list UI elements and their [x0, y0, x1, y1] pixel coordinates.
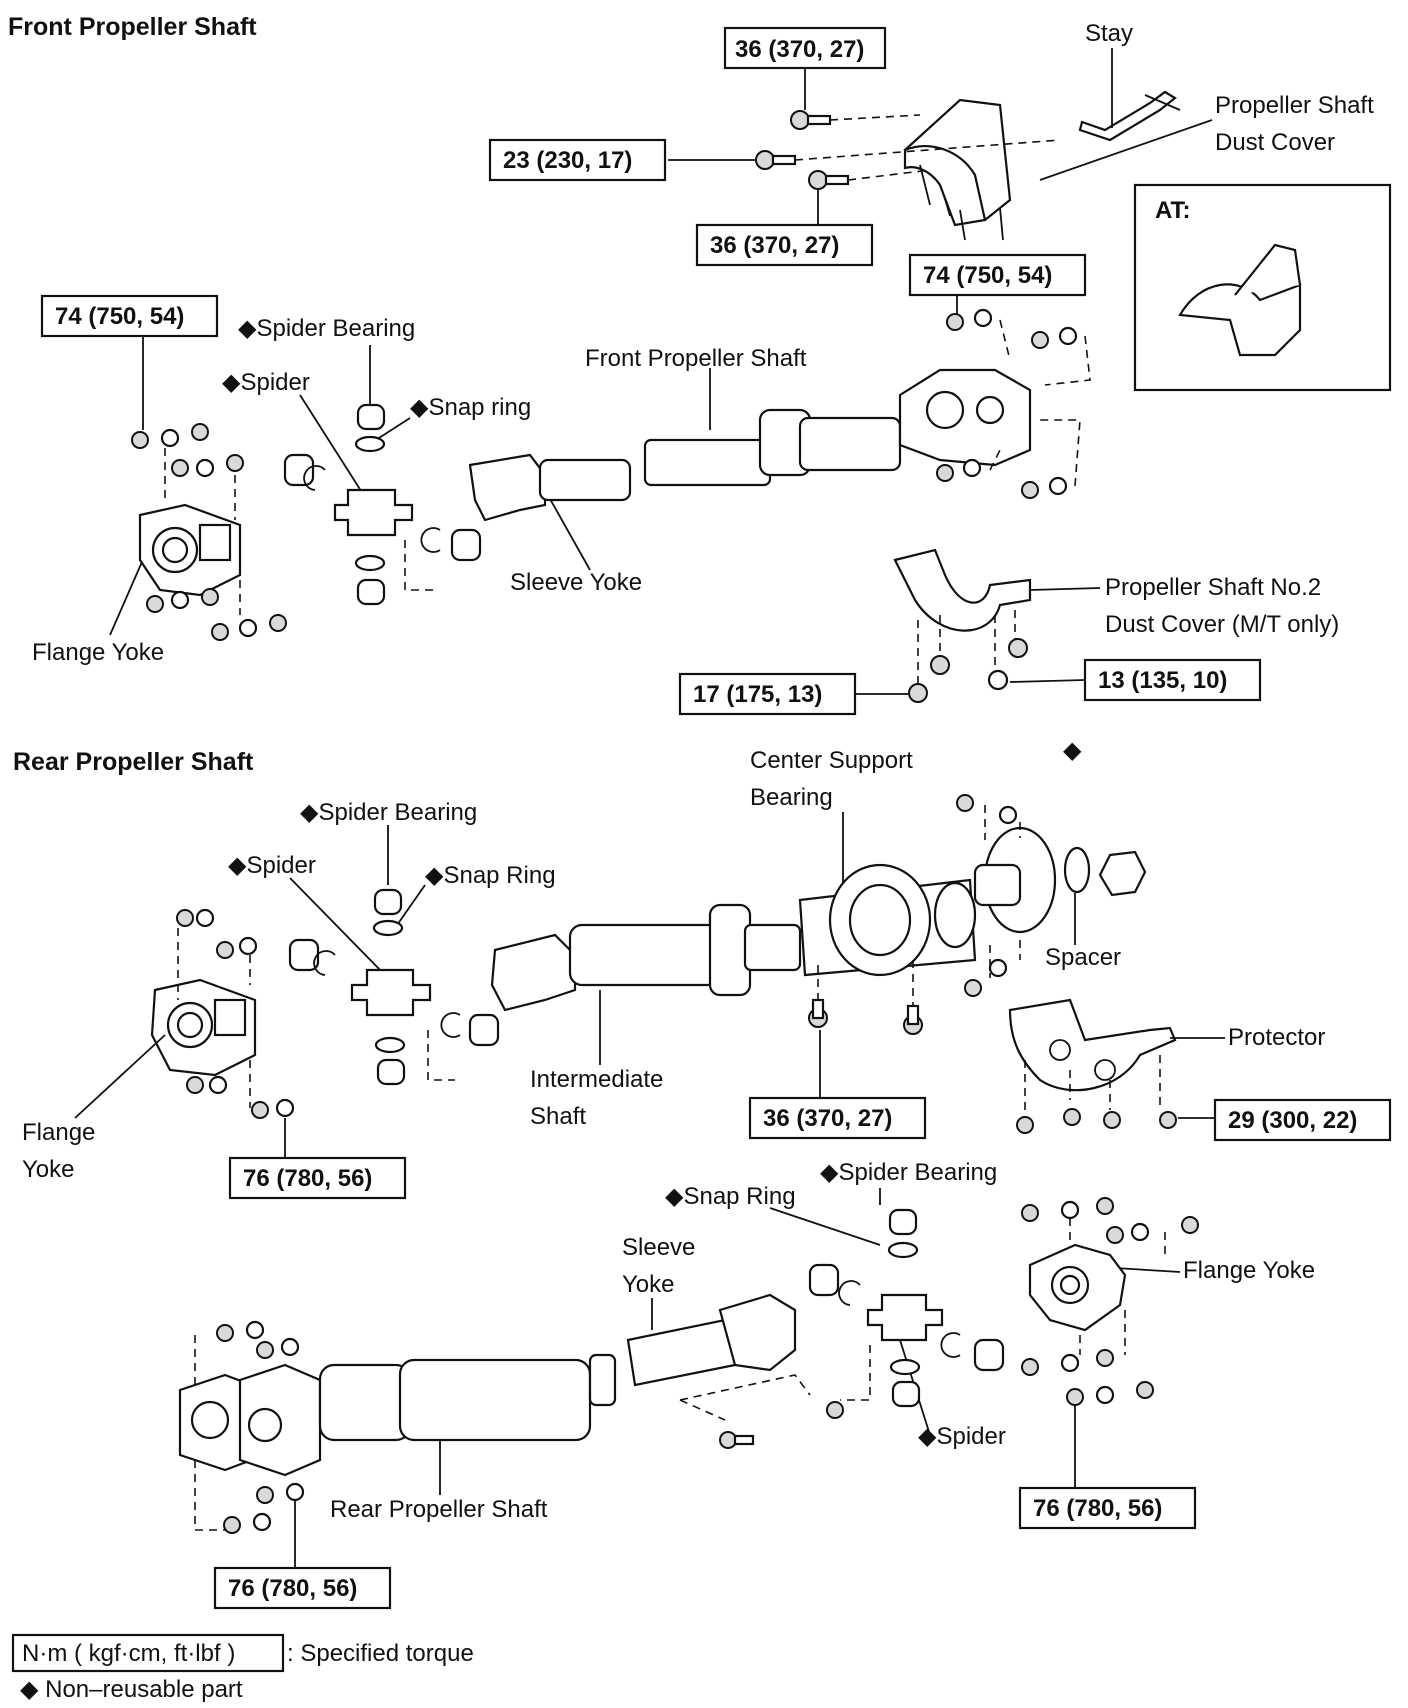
rear-flange-yoke-upper — [150, 978, 257, 1077]
lower-spider-label: ◆Spider — [918, 1423, 1006, 1450]
protector — [1008, 998, 1177, 1092]
front-flange-yoke-label: Flange Yoke — [32, 639, 164, 666]
rear-flange-yoke-label-1: Flange — [22, 1119, 95, 1146]
torque-box-t4: 74 (750, 54) — [40, 294, 219, 338]
dust-cover-label-1: Propeller Shaft — [1215, 92, 1374, 119]
rear-spider-parts — [288, 888, 500, 1086]
torque-box-t11: 76 (780, 56) — [1018, 1486, 1197, 1530]
front-shaft-nuts — [936, 308, 1078, 499]
center-support-label-1: Center Support — [750, 747, 913, 774]
front-sleeve-yoke — [468, 453, 632, 522]
torque-box-t7: 13 (135, 10) — [1083, 658, 1262, 702]
svg-text:17 (175, 13): 17 (175, 13) — [693, 681, 822, 708]
front-propeller-shaft — [643, 368, 1032, 487]
dust-cover-bolt — [790, 110, 832, 130]
dust-cover-bolt — [808, 170, 850, 190]
svg-text:36 (370, 27): 36 (370, 27) — [735, 36, 864, 63]
no2-cover-label-1: Propeller Shaft No.2 — [1105, 574, 1321, 601]
legend-unit: N·m ( kgf·cm, ft·lbf ) : Specified torqu… — [11, 1633, 474, 1673]
svg-text:36 (370, 27): 36 (370, 27) — [710, 232, 839, 259]
torque-box-t5: 74 (750, 54) — [908, 253, 1087, 297]
propeller-shaft-no2-dust-cover — [893, 548, 1032, 632]
intermediate-shaft — [490, 903, 802, 1012]
rear-shaft-flange-bolts — [216, 1320, 305, 1534]
no2-cover-bolts — [908, 638, 1028, 703]
intermediate-label-1: Intermediate — [530, 1066, 663, 1093]
propeller-shaft-dust-cover — [903, 98, 1012, 241]
rear-propeller-shaft — [178, 1353, 617, 1477]
rear-section-title: Rear Propeller Shaft — [13, 748, 254, 776]
lower-snap-ring-label: ◆Snap Ring — [665, 1183, 796, 1210]
torque-box-t2: 23 (230, 17) — [488, 138, 667, 182]
torque-box-t3: 36 (370, 27) — [695, 223, 874, 267]
stay-label: Stay — [1085, 20, 1133, 47]
svg-text:74 (750, 54): 74 (750, 54) — [55, 303, 184, 330]
rear-spider-label: ◆Spider — [228, 852, 316, 879]
lower-sleeve-bolt — [719, 1431, 755, 1449]
protector-label: Protector — [1228, 1024, 1325, 1051]
svg-text:76 (780, 56): 76 (780, 56) — [243, 1165, 372, 1192]
svg-text:13 (135, 10): 13 (135, 10) — [1098, 667, 1227, 694]
legend-non-reusable: ◆ Non–reusable part — [20, 1676, 243, 1703]
stay-bracket — [1078, 90, 1181, 142]
lower-spider-bolt — [826, 1401, 844, 1419]
lower-spider-bearing-label: ◆Spider Bearing — [820, 1159, 997, 1186]
rear-spider-bearing-label: ◆Spider Bearing — [300, 799, 477, 826]
front-sleeve-yoke-label: Sleeve Yoke — [510, 569, 642, 596]
svg-text:76 (780, 56): 76 (780, 56) — [228, 1575, 357, 1602]
torque-box-t8: 36 (370, 27) — [748, 1096, 927, 1140]
svg-text:23 (230, 17): 23 (230, 17) — [503, 147, 632, 174]
front-flange-yoke — [138, 503, 242, 597]
spacer-label: Spacer — [1045, 944, 1121, 971]
intermediate-label-2: Shaft — [530, 1103, 586, 1130]
lower-flange-yoke — [1028, 1243, 1127, 1332]
lower-flange-yoke-bolts — [1021, 1197, 1199, 1406]
standalone-diamond: ◆ — [1063, 737, 1082, 764]
lower-flange-yoke-label: Flange Yoke — [1183, 1257, 1315, 1284]
legend-unit-box: N·m ( kgf·cm, ft·lbf ) — [22, 1640, 235, 1667]
at-label: AT: — [1155, 197, 1191, 224]
svg-text:74 (750, 54): 74 (750, 54) — [923, 262, 1052, 289]
at-inset-box: AT: — [1133, 183, 1392, 392]
svg-text:29 (300, 22): 29 (300, 22) — [1228, 1107, 1357, 1134]
front-spider-parts — [283, 403, 482, 606]
front-section-title: Front Propeller Shaft — [8, 13, 257, 41]
front-propeller-shaft-label: Front Propeller Shaft — [585, 345, 807, 372]
legend-unit-text: : Specified torque — [287, 1640, 474, 1667]
lower-sleeve-yoke — [626, 1293, 797, 1387]
front-flange-bolts — [131, 423, 287, 641]
no2-cover-label-2: Dust Cover (M/T only) — [1105, 611, 1339, 638]
front-snap-ring-label: ◆Snap ring — [410, 394, 531, 421]
lower-spider-parts — [808, 1208, 1005, 1408]
front-spider-label: ◆Spider — [222, 369, 310, 396]
rear-snap-ring-label: ◆Snap Ring — [425, 862, 556, 889]
torque-box-t12: 76 (780, 56) — [213, 1566, 392, 1610]
torque-box-t9: 29 (300, 22) — [1213, 1098, 1392, 1142]
companion-flange — [973, 826, 1147, 934]
lower-sleeve-label-1: Sleeve — [622, 1234, 695, 1261]
svg-text:36 (370, 27): 36 (370, 27) — [763, 1105, 892, 1132]
torque-box-t10: 76 (780, 56) — [228, 1156, 407, 1200]
torque-box-t6: 17 (175, 13) — [678, 672, 857, 716]
dust-cover-label-2: Dust Cover — [1215, 129, 1335, 156]
center-support-bolts — [808, 998, 923, 1035]
center-support-label-2: Bearing — [750, 784, 833, 811]
front-spider-bearing-label: ◆Spider Bearing — [238, 315, 415, 342]
rear-flange-yoke-label-2: Yoke — [22, 1156, 75, 1183]
lower-sleeve-label-2: Yoke — [622, 1271, 675, 1298]
svg-text:76 (780, 56): 76 (780, 56) — [1033, 1495, 1162, 1522]
torque-box-t1: 36 (370, 27) — [723, 26, 887, 70]
dust-cover-bolt — [755, 150, 797, 170]
rear-flange-bolts-upper — [176, 908, 295, 1119]
companion-flange-nuts — [956, 794, 1018, 997]
center-support-bearing — [798, 863, 977, 977]
rear-propeller-shaft-label: Rear Propeller Shaft — [330, 1496, 548, 1523]
protector-bolts — [1016, 1108, 1177, 1134]
